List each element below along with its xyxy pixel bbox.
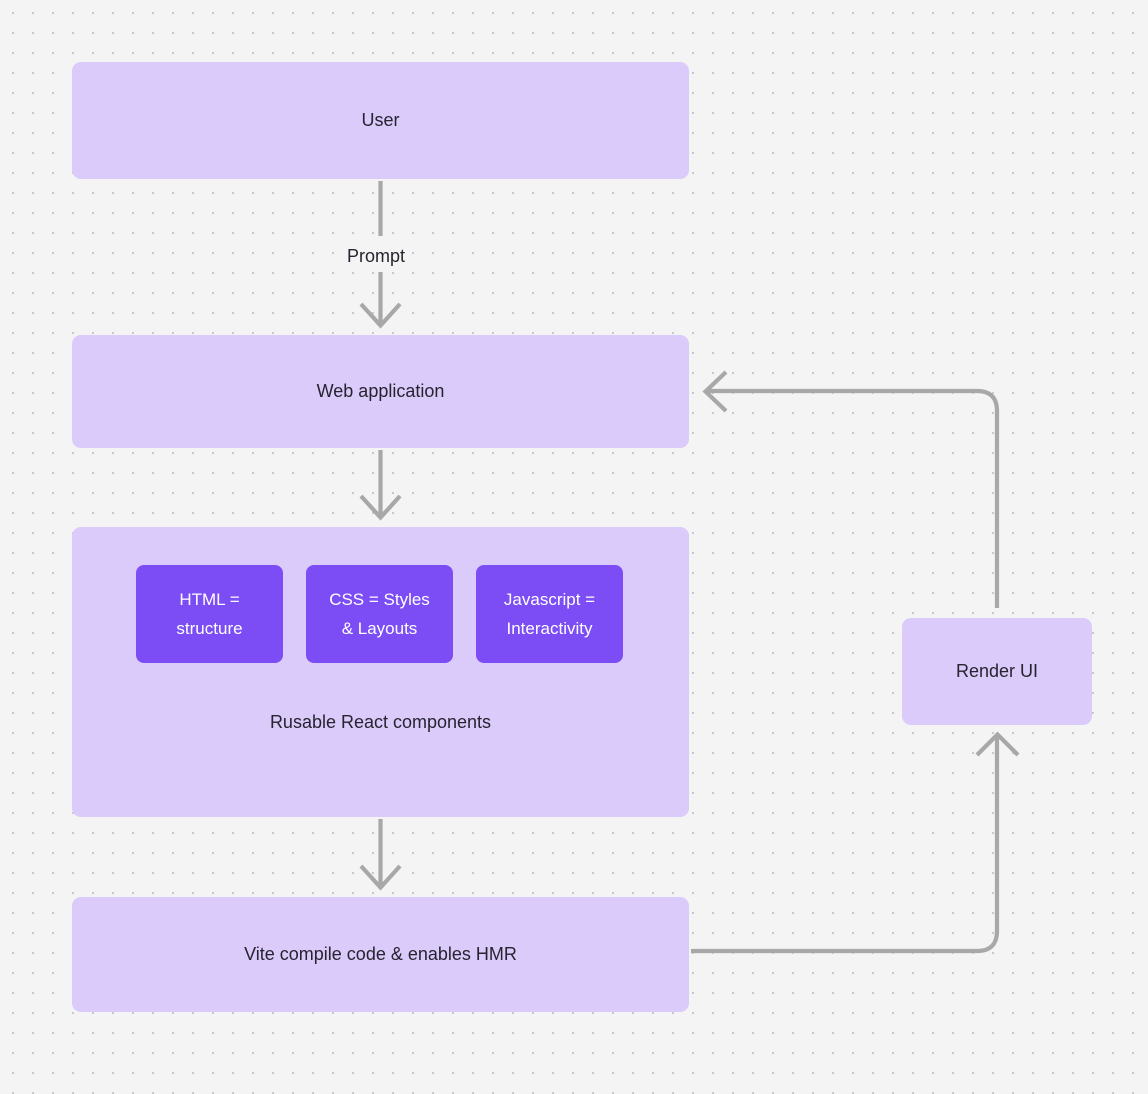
node-vite[interactable]: Vite compile code & enables HMR xyxy=(72,897,689,1012)
node-css[interactable]: CSS = Styles & Layouts xyxy=(306,565,453,663)
node-javascript-label: Javascript = Interactivity xyxy=(503,589,596,638)
node-user-label: User xyxy=(361,109,400,130)
edge-vite-to-render xyxy=(691,731,1020,954)
node-render-ui-label: Render UI xyxy=(955,660,1039,681)
node-css-label: CSS = Styles & Layouts xyxy=(329,589,430,638)
node-web-application[interactable]: Web application xyxy=(72,335,689,448)
node-web-application-label: Web application xyxy=(316,380,445,401)
node-react-components-label: Rusable React components xyxy=(269,712,492,732)
react-component-chips: HTML = structure CSS = Styles & Layouts … xyxy=(136,565,626,663)
node-vite-label: Vite compile code & enables HMR xyxy=(244,943,517,964)
node-user[interactable]: User xyxy=(72,62,689,179)
edge-webapp-to-components xyxy=(359,450,402,521)
edge-render-to-webapp xyxy=(702,370,1000,608)
node-react-components[interactable]: HTML = structure CSS = Styles & Layouts … xyxy=(72,527,689,817)
node-render-ui[interactable]: Render UI xyxy=(902,618,1092,725)
node-javascript[interactable]: Javascript = Interactivity xyxy=(476,565,623,663)
edge-components-to-vite xyxy=(359,819,402,891)
node-html[interactable]: HTML = structure xyxy=(136,565,283,663)
edge-label-prompt: Prompt xyxy=(340,245,413,268)
node-html-label: HTML = structure xyxy=(176,589,243,638)
